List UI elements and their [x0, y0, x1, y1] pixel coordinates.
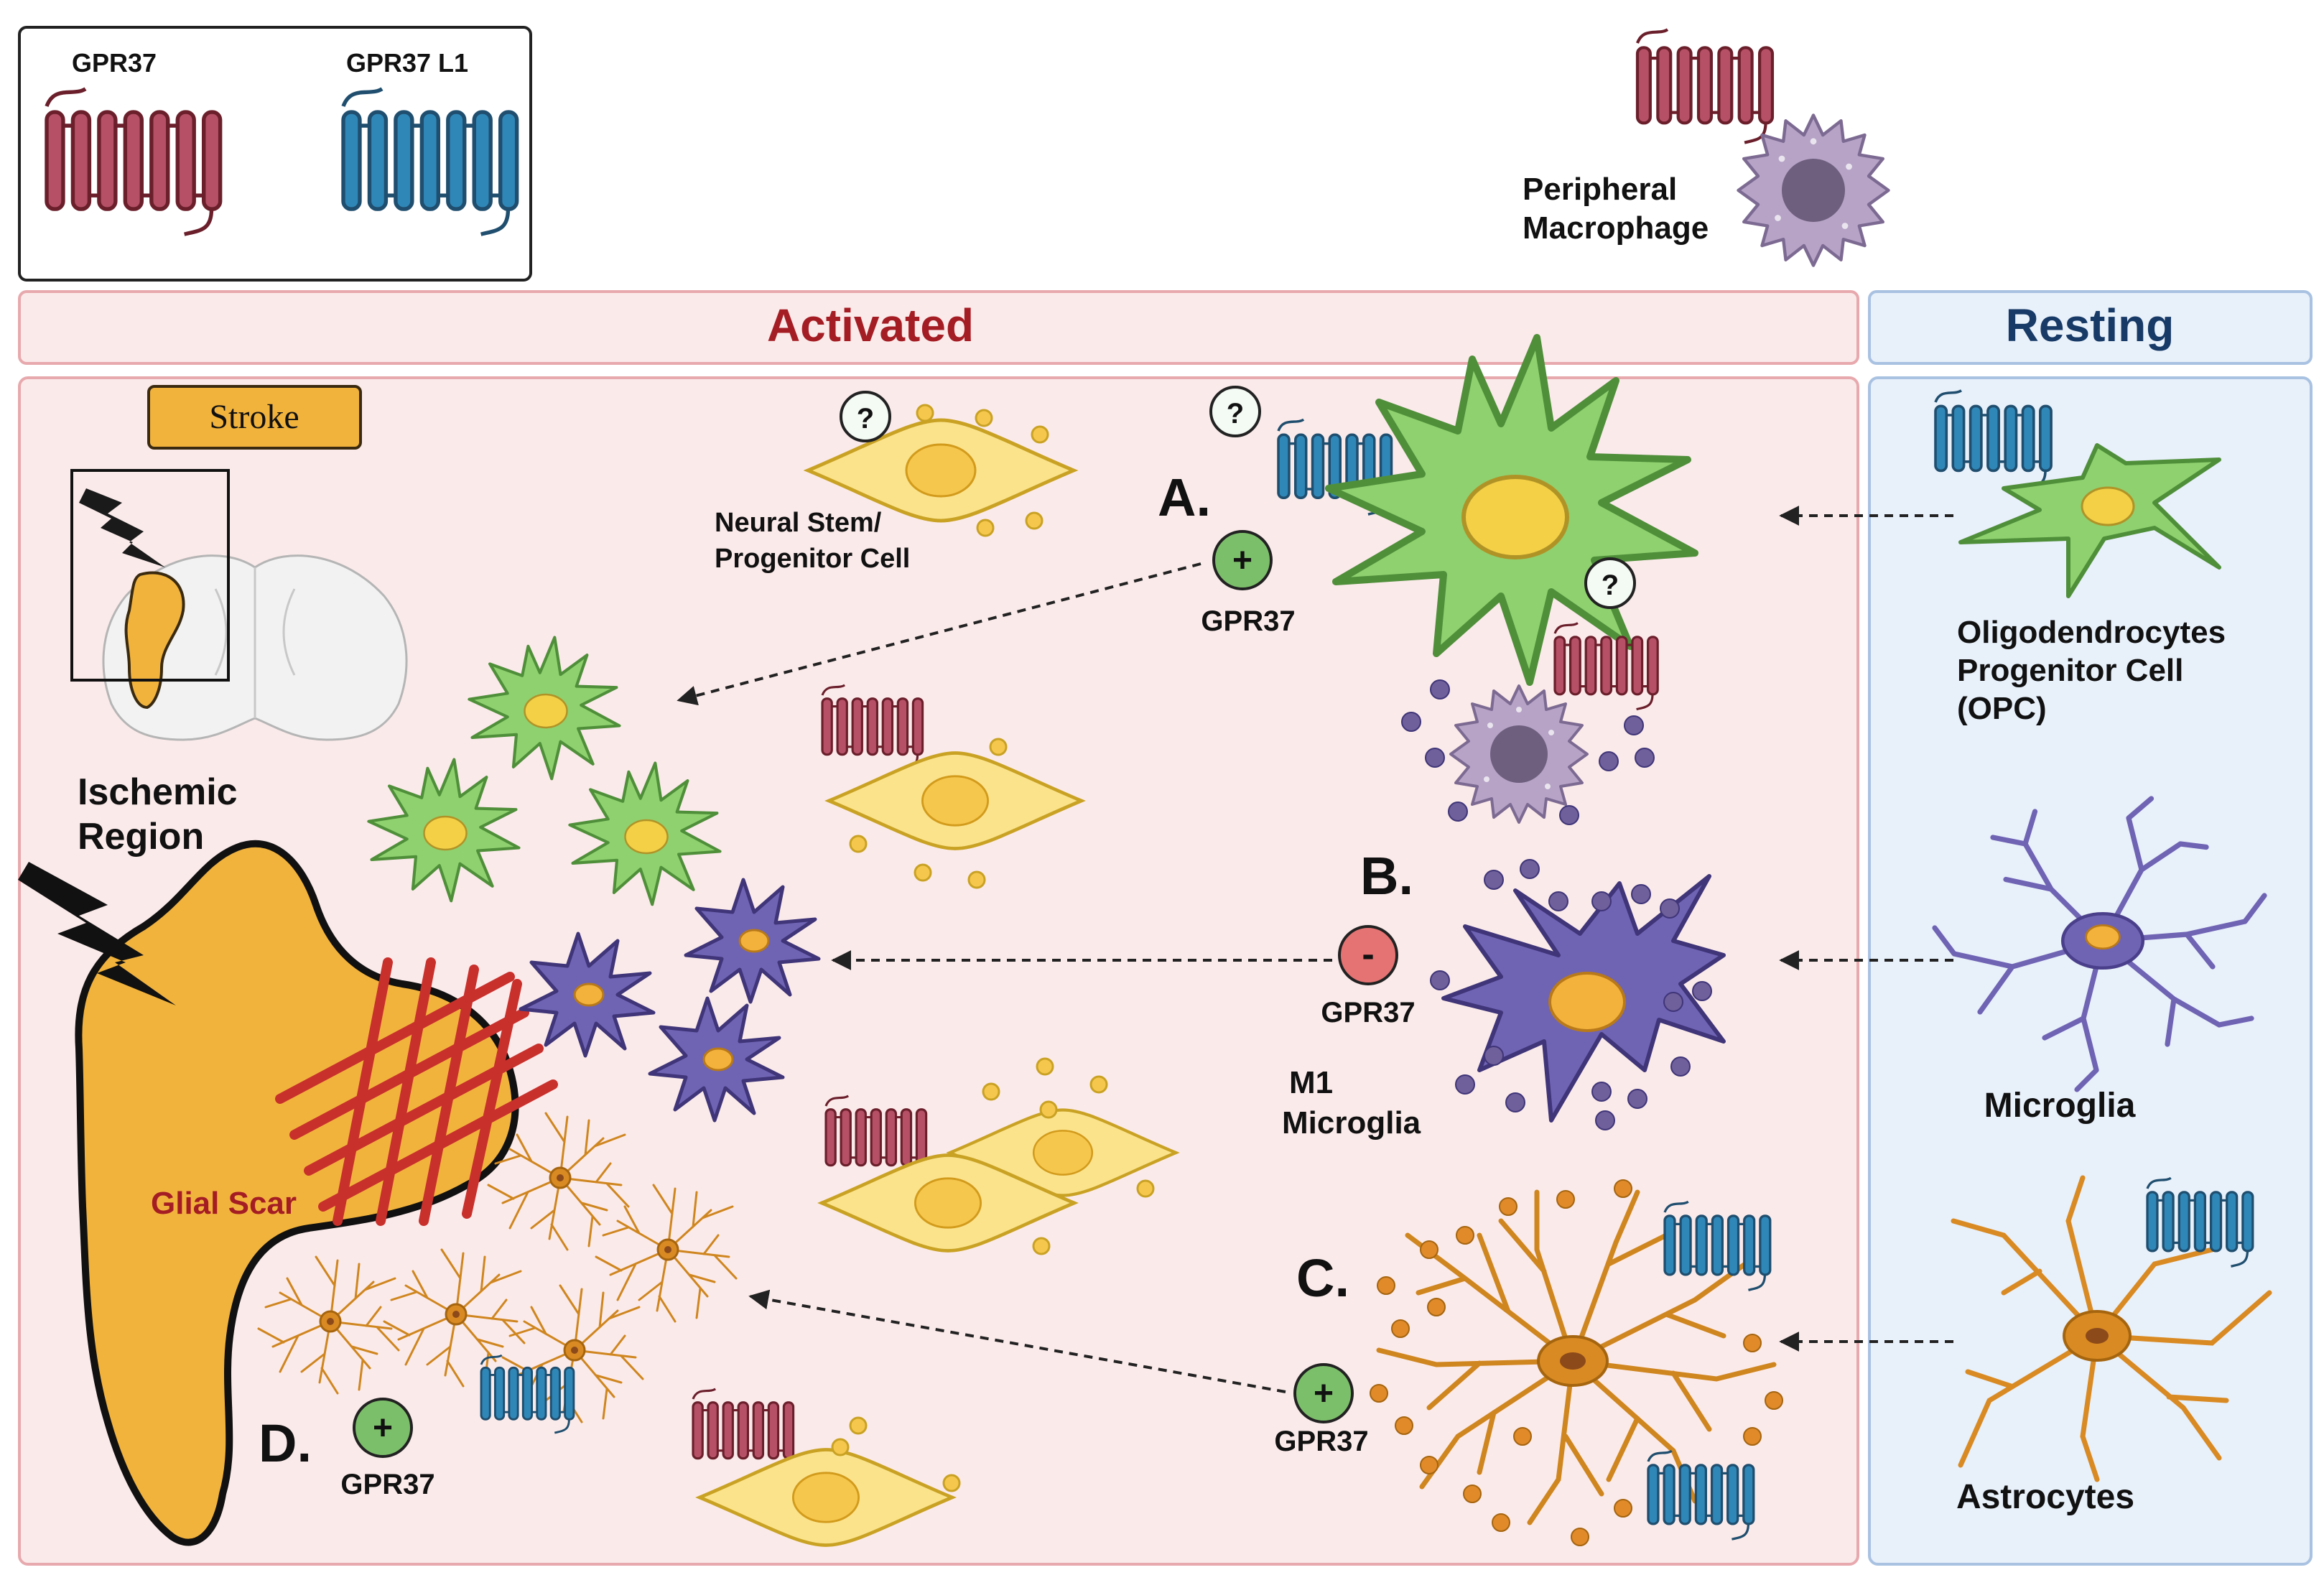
- lightning-icon: [18, 862, 176, 1005]
- ischemic-label-line1: Ischemic: [78, 771, 238, 813]
- ischemic-region: Glial Scar: [18, 840, 558, 1546]
- activated-opc: ? A. + GPR37: [1158, 338, 1695, 682]
- plus-sign: +: [373, 1409, 393, 1447]
- astrocytes-label: Astrocytes: [1956, 1478, 2134, 1516]
- ischemic-area-icon: [124, 571, 185, 710]
- plus-icon: [353, 1398, 413, 1458]
- minus-sign: -: [1362, 934, 1374, 975]
- activated-astrocyte: C. + GPR37: [1274, 1179, 1783, 1546]
- question-icon: [1209, 386, 1261, 437]
- resting-header: Resting: [1868, 290, 2313, 365]
- ischemic-label-line2: Region: [78, 816, 204, 858]
- minus-icon: [1338, 925, 1398, 985]
- marker-d-group: D. + GPR37: [259, 1354, 575, 1500]
- marker-c: C.: [1296, 1248, 1349, 1308]
- resting-microglia: Microglia: [1935, 799, 2264, 1125]
- opc-label-line3: (OPC): [1957, 691, 2047, 726]
- gpr37-label-c: GPR37: [1274, 1426, 1368, 1457]
- gpr37-label-a: GPR37: [1201, 605, 1295, 637]
- macrophage-label-line2: Macrophage: [1523, 210, 1709, 246]
- question-mark: ?: [1602, 570, 1619, 601]
- plus-icon: [1212, 530, 1273, 590]
- legend-gpr37-label: GPR37: [72, 48, 157, 78]
- opc-label-line2: Progenitor Cell: [1957, 653, 2183, 688]
- activated-header: Activated: [18, 290, 1859, 365]
- marker-b: B.: [1360, 846, 1413, 906]
- plus-sign: +: [1232, 542, 1252, 580]
- resting-opc: Oligodendrocytes Progenitor Cell (OPC): [1934, 389, 2226, 726]
- gpr37-label-b: GPR37: [1321, 997, 1415, 1028]
- resting-panel: [1868, 376, 2313, 1566]
- stroke-label: Stroke: [209, 398, 299, 436]
- neural-stem-cell-top: ? Neural Stem/ Progenitor Cell: [715, 391, 1074, 574]
- nspc-label-line2: Progenitor Cell: [715, 544, 910, 574]
- question-mark: ?: [1227, 398, 1244, 429]
- m1-label-line1: M1: [1289, 1065, 1333, 1100]
- plus-sign: +: [1314, 1375, 1334, 1413]
- gpr37-label-d: GPR37: [340, 1469, 434, 1500]
- nspc-label-line1: Neural Stem/: [715, 508, 882, 538]
- activated-macrophage: ?: [1401, 557, 1659, 825]
- microglia-label: Microglia: [1984, 1087, 2136, 1125]
- legend-gpr37l1-label: GPR37 L1: [346, 48, 468, 78]
- stroke-label-box: [147, 385, 362, 450]
- macrophage-label-line1: Peripheral: [1523, 172, 1677, 207]
- arrow-astrocyte: [748, 1289, 1286, 1393]
- activated-panel: [18, 376, 1859, 1566]
- arrows: [677, 506, 1953, 1393]
- gpr37-receptor-icon: [1637, 29, 1772, 142]
- marker-a: A.: [1158, 468, 1211, 527]
- ischemic-core-icon: [75, 840, 519, 1546]
- plus-icon: [1293, 1363, 1354, 1423]
- question-icon: [840, 391, 891, 442]
- m1-microglia: B. - GPR37 M1 Microglia: [1282, 846, 1726, 1140]
- resting-title: Resting: [2006, 299, 2175, 351]
- question-mark: ?: [857, 403, 874, 435]
- activated-title: Activated: [767, 299, 974, 351]
- legend-box: GPR37 GPR37 L1: [18, 26, 532, 282]
- peripheral-macrophage: Peripheral Macrophage: [1523, 29, 1889, 265]
- zoom-inset-frame: [70, 469, 230, 682]
- question-icon: [1584, 557, 1636, 609]
- glial-scar-mesh-icon: [275, 957, 558, 1226]
- marker-d: D.: [259, 1413, 312, 1473]
- opc-label-line1: Oligodendrocytes: [1957, 615, 2226, 650]
- lightning-icon: [79, 488, 165, 567]
- stroke-inset: Stroke Ischemic Region: [70, 385, 408, 858]
- glial-scar-label: Glial Scar: [151, 1186, 297, 1221]
- m1-label-line2: Microglia: [1282, 1105, 1421, 1140]
- resting-astrocyte: Astrocytes: [1951, 1175, 2272, 1516]
